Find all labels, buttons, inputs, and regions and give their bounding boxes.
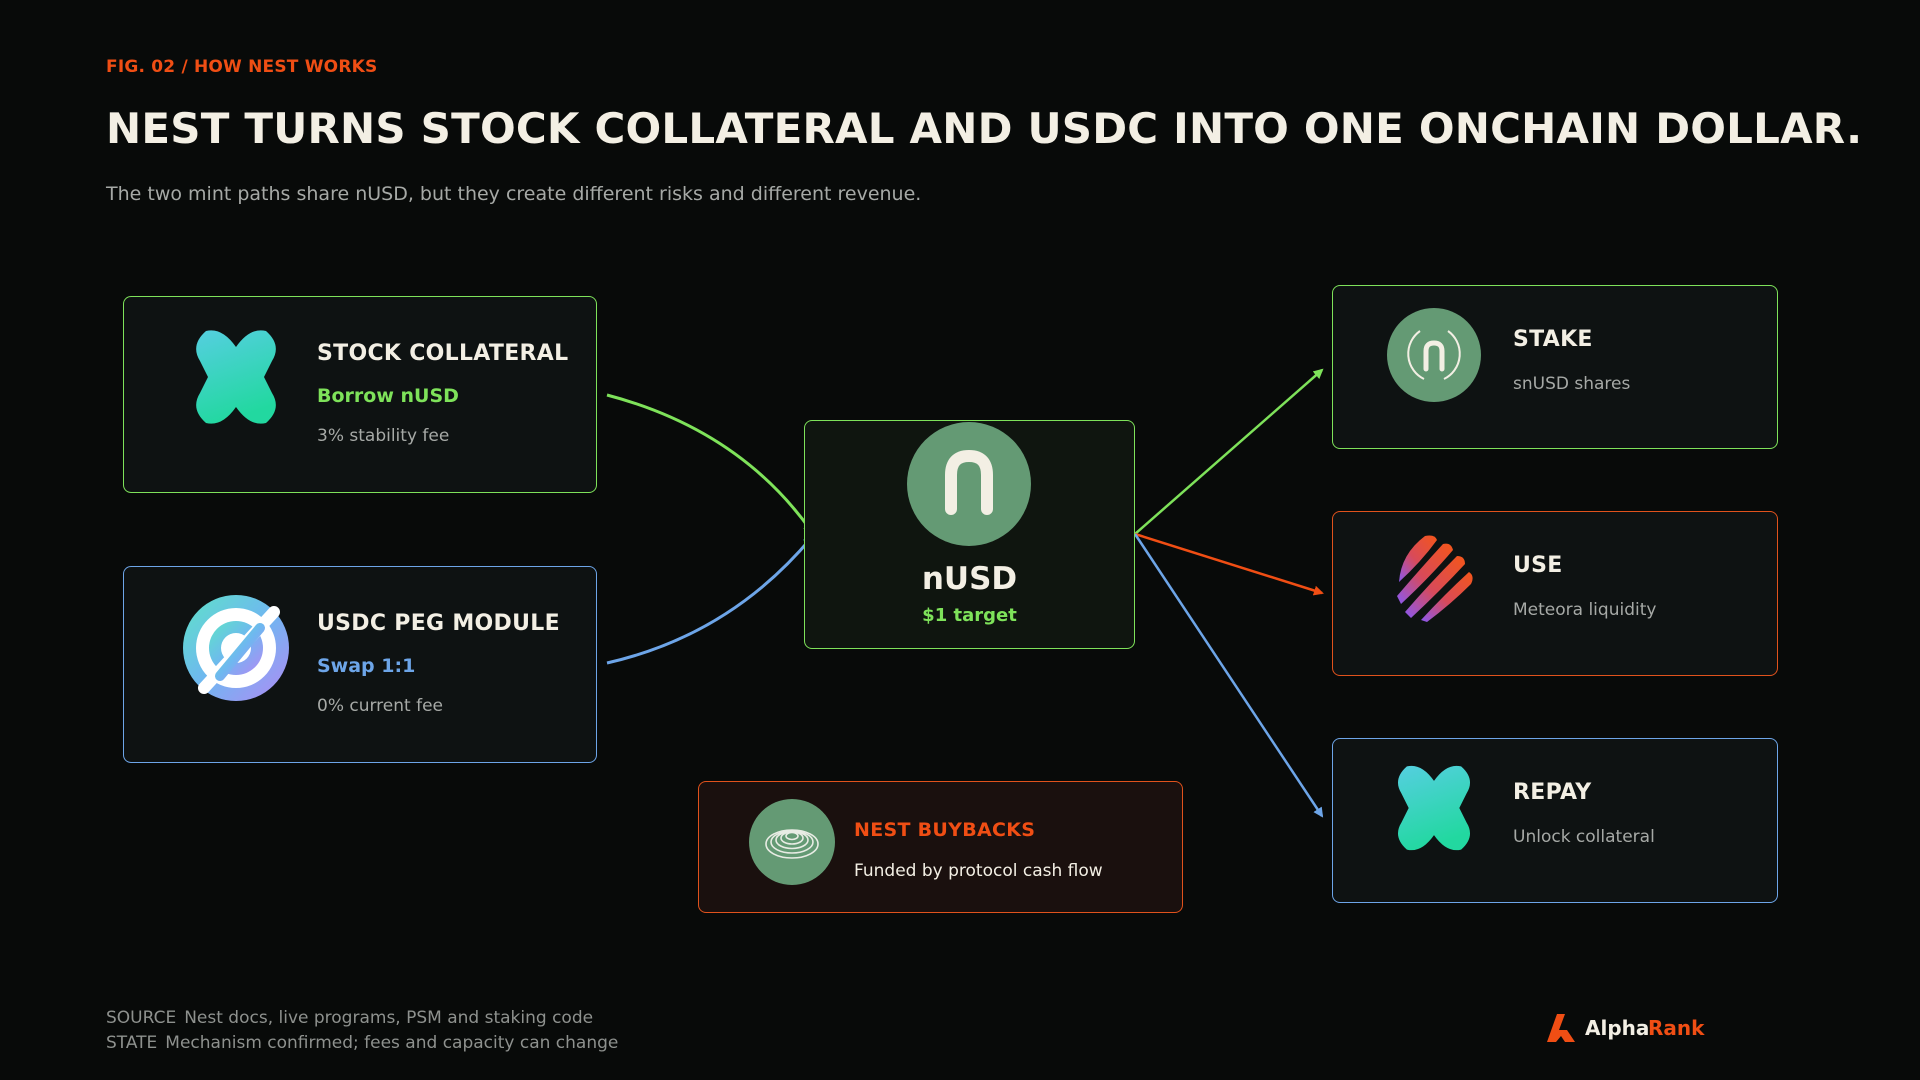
alpharank-logo-icon [1547, 1014, 1575, 1042]
state-value: Mechanism confirmed; fees and capacity c… [165, 1033, 619, 1053]
nusd-hub-card: nUSD $1 target [804, 420, 1135, 649]
arrow-nusd-to-stake [1134, 368, 1324, 535]
state-note: STATE Mechanism confirmed; fees and capac… [106, 1033, 618, 1053]
card-note: snUSD shares [1513, 374, 1631, 394]
snusd-icon [1387, 308, 1481, 402]
use-card: USE Meteora liquidity [1332, 511, 1778, 676]
card-note: 3% stability fee [317, 426, 450, 446]
card-title: REPAY [1513, 780, 1592, 805]
figure-label: FIG. 02 / HOW NEST WORKS [106, 57, 378, 77]
card-note: Meteora liquidity [1513, 600, 1657, 620]
alpharank-logo: Alpha Rank [1545, 1012, 1705, 1044]
usdc-coin-icon [183, 595, 289, 701]
arrow-stock-to-nusd [606, 393, 814, 534]
state-key: STATE [106, 1033, 158, 1053]
card-note: Unlock collateral [1513, 827, 1655, 847]
buyback-note: Funded by protocol cash flow [854, 861, 1103, 881]
nest-coil-icon [749, 799, 835, 885]
nusd-target: $1 target [922, 605, 1017, 626]
card-note: 0% current fee [317, 696, 444, 716]
card-title: STAKE [1513, 327, 1593, 352]
page-subtitle: The two mint paths share nUSD, but they … [106, 183, 922, 205]
source-key: SOURCE [106, 1008, 177, 1028]
stake-card: STAKE snUSD shares [1332, 285, 1778, 449]
brand-name-alpha: Alpha [1585, 1016, 1650, 1040]
stock-collateral-card: STOCK COLLATERAL Borrow nUSD 3% stabilit… [123, 296, 597, 493]
brand-name-rank: Rank [1648, 1016, 1705, 1040]
card-title: USE [1513, 553, 1563, 578]
card-action: Swap 1:1 [317, 655, 416, 677]
usdc-peg-module-card: USDC PEG MODULE Swap 1:1 0% current fee [123, 566, 597, 763]
meteora-icon [1397, 535, 1473, 622]
x-cross-icon [196, 330, 276, 424]
page-title: NEST TURNS STOCK COLLATERAL AND USDC INT… [106, 104, 1863, 153]
source-value: Nest docs, live programs, PSM and stakin… [184, 1008, 594, 1028]
nest-buybacks-card: NEST BUYBACKS Funded by protocol cash fl… [698, 781, 1183, 913]
arrow-nusd-to-repay [1133, 533, 1324, 818]
card-title: STOCK COLLATERAL [317, 341, 569, 366]
repay-card: REPAY Unlock collateral [1332, 738, 1778, 903]
source-note: SOURCE Nest docs, live programs, PSM and … [106, 1008, 593, 1028]
nest-n-icon [907, 422, 1031, 546]
card-title: USDC PEG MODULE [317, 611, 560, 636]
arrow-nusd-to-use [1134, 532, 1324, 596]
x-cross-icon [1397, 765, 1471, 851]
arrow-usdc-to-nusd [606, 535, 814, 665]
card-action: Borrow nUSD [317, 385, 459, 407]
nusd-title: nUSD [921, 561, 1018, 597]
buyback-title: NEST BUYBACKS [854, 819, 1036, 841]
